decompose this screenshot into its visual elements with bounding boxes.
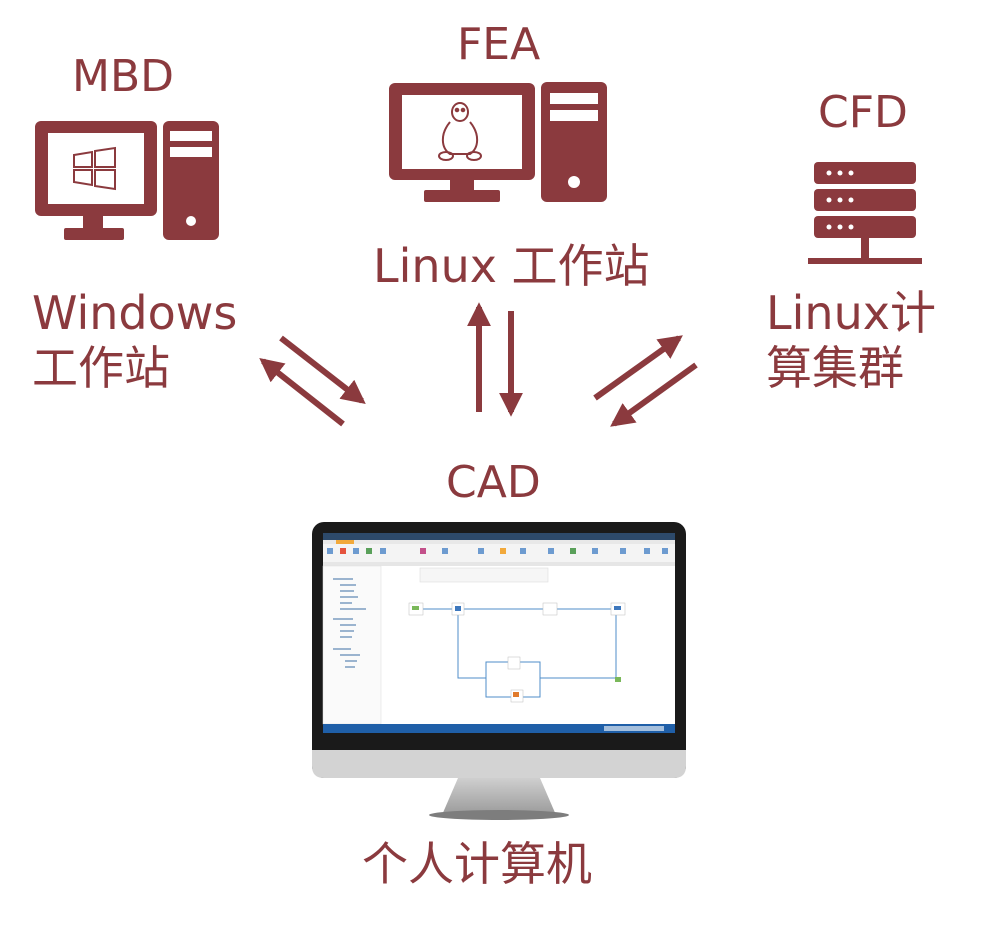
connector-arrows xyxy=(259,302,698,427)
cfd-title: CFD xyxy=(818,87,908,138)
imac-monitor-icon xyxy=(312,522,686,820)
cad-title: CAD xyxy=(446,457,541,508)
arrow-cfd-to-cad xyxy=(610,362,698,427)
cad-app-screenshot xyxy=(322,533,675,733)
fea-label: Linux 工作站 xyxy=(373,239,650,293)
windows-desktop-icon xyxy=(35,121,219,240)
linux-desktop-icon xyxy=(389,82,607,202)
cfd-label-line1: Linux计 xyxy=(766,286,936,340)
arrow-cad-to-mbd xyxy=(259,358,345,427)
server-rack-icon xyxy=(808,162,922,264)
arrow-cad-to-cfd xyxy=(593,335,683,401)
mbd-label-line2: 工作站 xyxy=(32,341,170,395)
arrow-mbd-to-cad xyxy=(279,335,366,404)
fea-title: FEA xyxy=(457,19,541,70)
mbd-label-line1: Windows xyxy=(32,286,238,340)
cad-caption: 个人计算机 xyxy=(362,837,592,891)
mbd-title: MBD xyxy=(72,51,175,102)
cfd-label-line2: 算集群 xyxy=(766,341,904,395)
